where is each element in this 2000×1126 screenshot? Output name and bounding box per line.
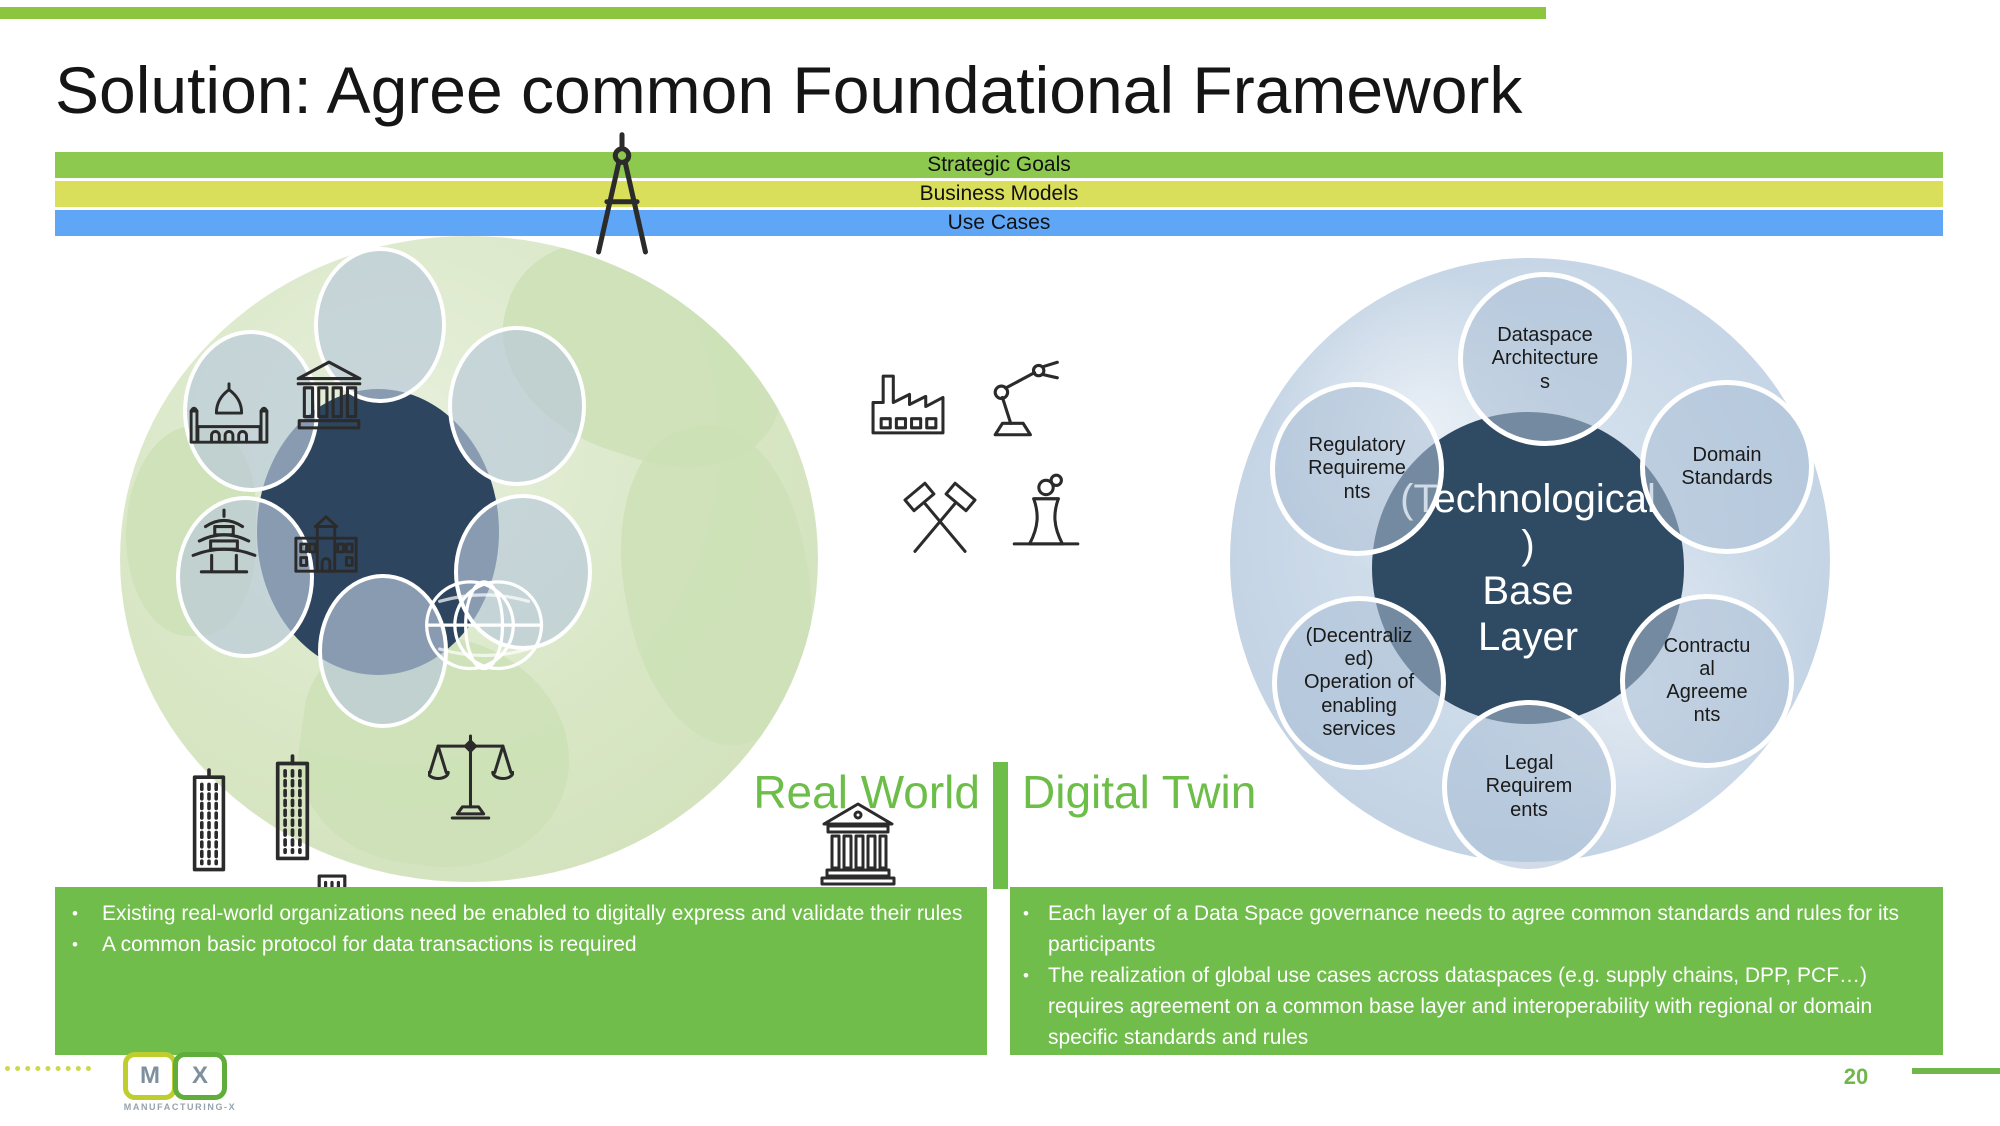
factory-icon <box>864 366 952 442</box>
bullet-item: • A common basic protocol for data trans… <box>72 929 965 960</box>
logo-caption: MANUFACTURING-X <box>123 1102 237 1112</box>
robot-arm-icon <box>972 354 1066 442</box>
courthouse-icon <box>818 798 898 886</box>
digital-twin-label: Digital Twin <box>1022 766 1257 818</box>
manufacturing-x-logo: M X MANUFACTURING-X <box>115 1052 245 1112</box>
logo-m-bracket: M <box>123 1052 177 1100</box>
footer-green-line <box>1912 1068 2000 1074</box>
satellite-legal-requirements: Legal Requirements <box>1442 700 1616 874</box>
bullet-text: Each layer of a Data Space governance ne… <box>1048 902 1899 956</box>
satellite-dataspace-architectures: Dataspace Architectures <box>1458 272 1632 446</box>
footer-dotted-line <box>5 1066 91 1071</box>
placeholder-circle <box>183 330 319 492</box>
bullet-marker: • <box>1023 904 1029 923</box>
drafting-compass-icon <box>582 128 662 262</box>
office-towers-icon <box>274 752 311 865</box>
bullet-marker: • <box>72 904 78 923</box>
taj-mahal-icon <box>188 380 270 448</box>
satellite-regulatory-requirements: Regulatory Requirements <box>1270 382 1444 556</box>
bullet-item: • Each layer of a Data Space governance … <box>1023 898 1923 960</box>
crossed-hammers-icon <box>890 474 990 570</box>
globe-wireframe-icon <box>418 558 548 688</box>
layer-bar-label: Use Cases <box>947 211 1051 234</box>
bullet-marker: • <box>72 935 78 954</box>
pagoda-icon <box>186 506 262 578</box>
placeholder-circle <box>318 574 448 728</box>
notes-digital-twin: • Each layer of a Data Space governance … <box>1010 887 1943 1055</box>
scales-of-justice-icon <box>428 728 514 828</box>
bullet-marker: • <box>1023 966 1029 985</box>
satellite-domain-standards: Domain Standards <box>1640 380 1814 554</box>
base-layer-label: (Technological) Base Layer <box>1400 477 1656 659</box>
notes-real-world: • Existing real-world organizations need… <box>55 887 987 1055</box>
bullet-text: Existing real-world organizations need b… <box>102 902 963 925</box>
layer-bar-use-cases: Use Cases <box>55 210 1943 236</box>
world-split-divider <box>993 762 1008 889</box>
bullet-item: • Existing real-world organizations need… <box>72 898 965 929</box>
placeholder-circle <box>176 496 314 658</box>
bullet-text: A common basic protocol for data transac… <box>102 933 637 956</box>
page-number: 20 <box>1843 1064 1869 1089</box>
bullet-text: The realization of global use cases acro… <box>1048 964 1873 1049</box>
placeholder-circle <box>448 326 586 486</box>
satellite-decentralized-operation: (Decentralized) Operation of enabling se… <box>1272 596 1446 770</box>
layer-bar-label: Business Models <box>919 182 1079 205</box>
office-towers-icon <box>191 762 227 880</box>
real-world-label: Real World <box>753 766 980 818</box>
top-accent-strip <box>0 7 1546 19</box>
page-title: Solution: Agree common Foundational Fram… <box>55 53 1523 127</box>
bullet-item: • The realization of global use cases ac… <box>1023 960 1923 1053</box>
continent-shape <box>593 410 818 762</box>
logo-x-bracket: X <box>173 1052 227 1100</box>
bank-icon <box>292 356 366 432</box>
power-plant-icon <box>1004 468 1086 550</box>
layer-bar-strategic-goals: Strategic Goals <box>55 152 1943 178</box>
layer-bar-business-models: Business Models <box>55 181 1943 207</box>
layer-bar-label: Strategic Goals <box>927 153 1071 176</box>
school-building-icon <box>292 514 360 576</box>
placeholder-circle <box>314 247 446 403</box>
satellite-contractual-agreements: Contractual Agreements <box>1620 594 1794 768</box>
